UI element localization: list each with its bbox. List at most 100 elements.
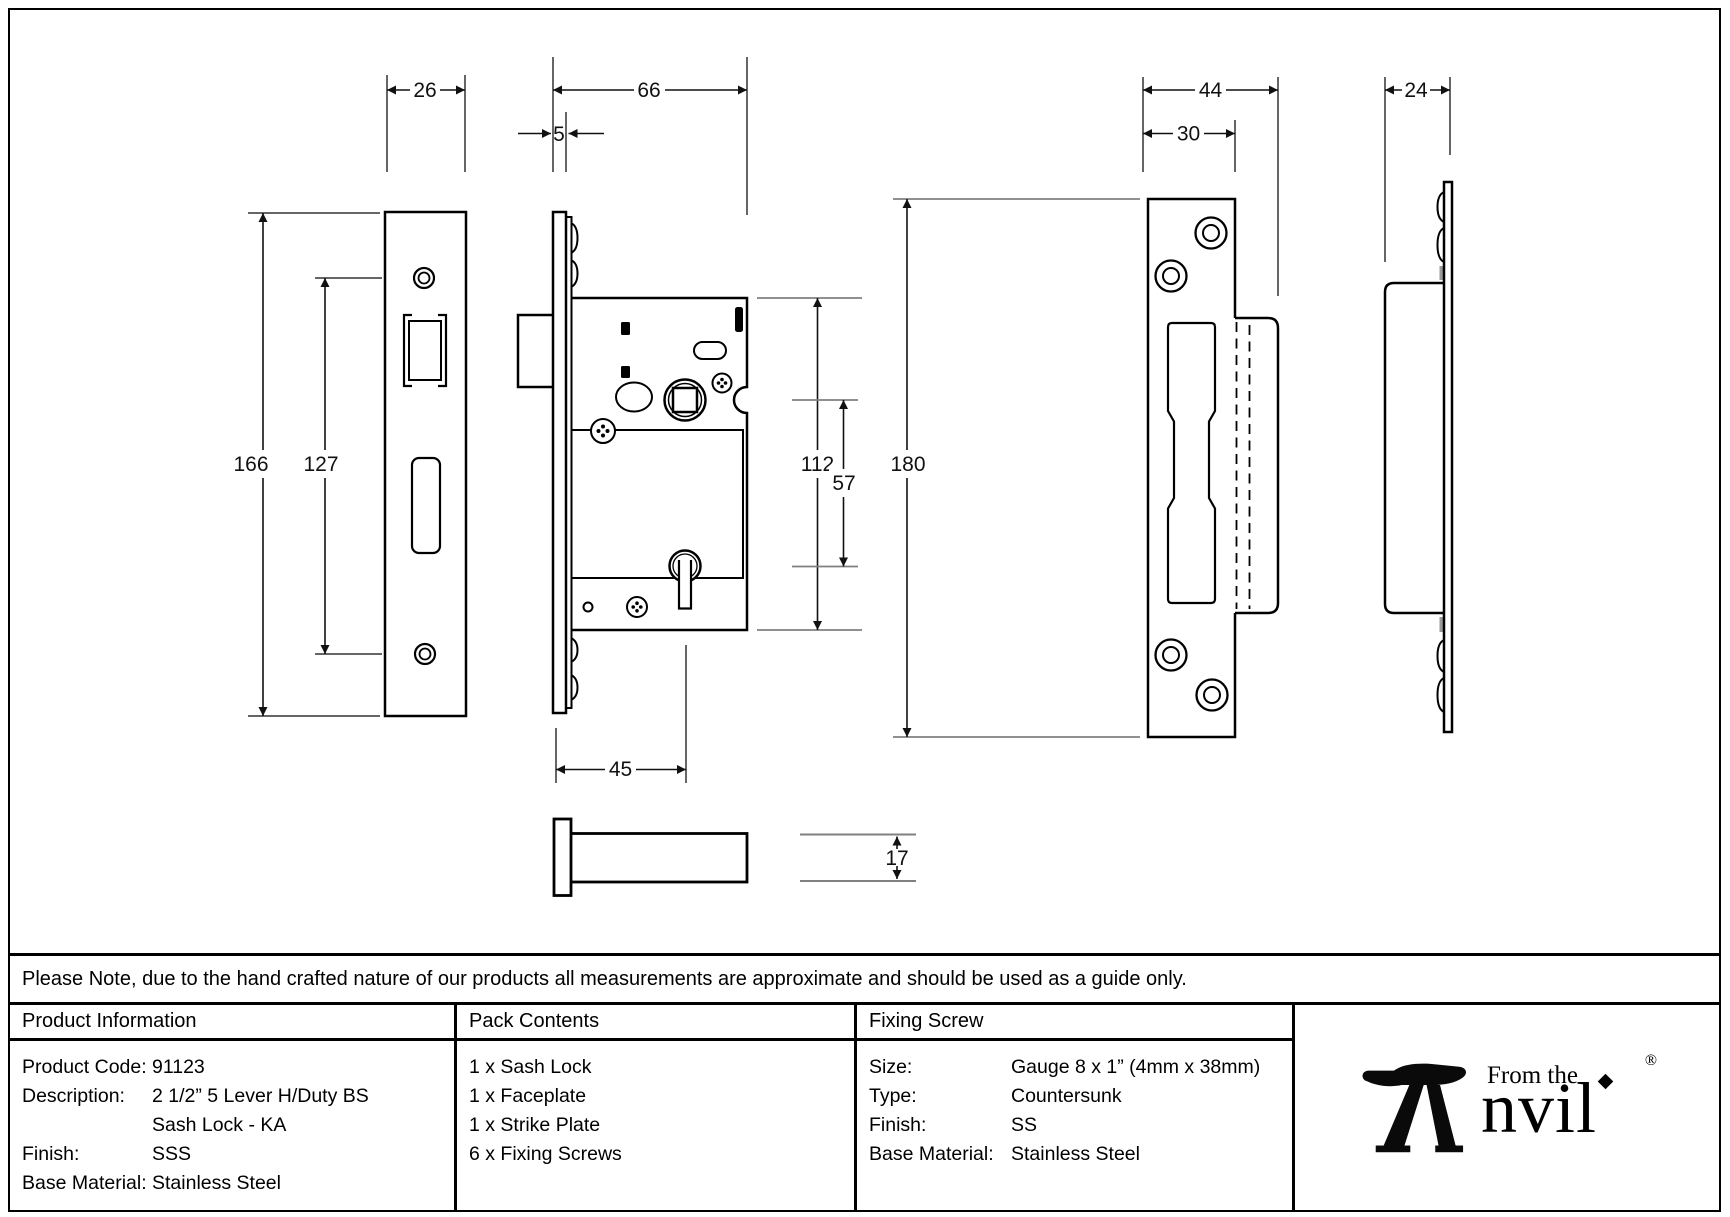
screw-icon (590, 418, 616, 444)
registered-trademark-icon: ® (1644, 1051, 1657, 1069)
dimension-17: 17 (800, 833, 916, 882)
table-row: Description: 2 1/2” 5 Lever H/Duty BS (22, 1082, 454, 1111)
screw-hole-icon (412, 266, 436, 290)
faceplate-front-view (383, 210, 468, 718)
latch-bolt (516, 313, 558, 389)
screw-icon (626, 596, 648, 618)
product-information-body: Product Code: 91123 Description: 2 1/2” … (10, 1041, 454, 1210)
dimension-label: 45 (609, 758, 632, 781)
logo-anvil-text: nvil (1481, 1067, 1598, 1148)
dimension-label: 5 (553, 123, 565, 146)
strike-lip (1235, 316, 1280, 615)
pack-contents-header: Pack Contents (457, 1005, 854, 1041)
row-value: Stainless Steel (1011, 1143, 1140, 1165)
row-label: Size: (869, 1056, 913, 1078)
screw-hole-icon (1195, 678, 1229, 712)
dimension-5: 5 (518, 112, 604, 172)
dimension-180: 180 (886, 198, 1140, 738)
list-item: 1 x Faceplate (469, 1085, 587, 1107)
table-row: Type: Countersunk (869, 1082, 1292, 1111)
dimension-127: 127 (300, 277, 382, 655)
table-row: Sash Lock - KA (22, 1111, 454, 1140)
logo-from-the-text: From the (1487, 1061, 1578, 1089)
lock-case (568, 296, 749, 632)
screw-hole-icon (1154, 259, 1188, 293)
lock-top-view (552, 817, 749, 897)
product-information-column: Product Information Product Code: 91123 … (10, 1005, 457, 1210)
dimension-label: 112 (801, 453, 834, 476)
table-row: Base Material: Stainless Steel (869, 1140, 1292, 1169)
table-row: Finish: SS (869, 1111, 1292, 1140)
dimension-label: 66 (637, 79, 660, 102)
row-value: 2 1/2” 5 Lever H/Duty BS (152, 1085, 369, 1107)
dimension-66: 66 (552, 57, 748, 215)
row-label: Type: (869, 1085, 917, 1107)
row-value: 91123 (152, 1056, 205, 1078)
dimension-26: 26 (386, 75, 466, 172)
from-the-anvil-logo: From the ® nvil (1357, 1051, 1657, 1162)
strike-plate-front-view (1146, 197, 1280, 739)
note-row: Please Note, due to the hand crafted nat… (10, 953, 1719, 1002)
screw-hole-icon (1194, 216, 1228, 250)
dimension-44: 44 (1142, 77, 1279, 296)
pack-contents-column: Pack Contents 1 x Sash Lock 1 x Faceplat… (457, 1005, 857, 1210)
dimension-166: 166 (230, 212, 380, 717)
anvil-icon (1362, 1063, 1467, 1152)
row-label: Description: (22, 1085, 125, 1107)
screw-hole-icon (413, 642, 437, 666)
dimension-label: 127 (303, 453, 338, 476)
note-text: Please Note, due to the hand crafted nat… (22, 967, 1187, 990)
brand-logo-cell: From the ® nvil (1295, 1005, 1719, 1210)
latch-aperture (402, 313, 412, 388)
list-item: 1 x Sash Lock (469, 1056, 592, 1078)
deadbolt-aperture (410, 456, 442, 555)
row-value: Stainless Steel (152, 1172, 281, 1194)
dimension-57: 57 (792, 399, 859, 568)
dimension-45: 45 (555, 645, 687, 783)
dimension-label: 180 (890, 453, 925, 476)
strike-lip-side (1383, 281, 1444, 615)
strike-plate-side-view (1383, 180, 1454, 734)
row-value: Sash Lock - KA (152, 1114, 287, 1136)
dimension-label: 30 (1177, 123, 1200, 146)
table-row: Finish: SSS (22, 1140, 454, 1169)
row-label: Base Material: (22, 1172, 147, 1194)
strike-aperture (1166, 321, 1217, 605)
fixing-screw-column: Fixing Screw Size: Gauge 8 x 1” (4mm x 3… (857, 1005, 1295, 1210)
sheet-frame: Please Note, due to the hand crafted nat… (8, 8, 1721, 1212)
dimension-label: 24 (1404, 79, 1428, 102)
spindle-hole (663, 378, 707, 422)
table-row: Product Code: 91123 (22, 1053, 454, 1082)
dimension-label: 26 (413, 79, 436, 102)
keyhole-icon (668, 549, 702, 610)
dimension-label: 57 (832, 472, 855, 495)
faceplate-edge (551, 210, 568, 715)
screw-hole-icon (1154, 638, 1188, 672)
row-label: Base Material: (869, 1143, 994, 1165)
screw-icon (711, 372, 733, 394)
row-value: Countersunk (1011, 1085, 1122, 1107)
row-label: Finish: (869, 1114, 927, 1136)
list-item: 1 x Strike Plate (469, 1114, 601, 1136)
row-value: SSS (152, 1143, 192, 1165)
row-value: Gauge 8 x 1” (4mm x 38mm) (1011, 1056, 1261, 1078)
dimension-label: 17 (885, 847, 908, 870)
row-label: Product Code: (22, 1056, 147, 1078)
dimension-24: 24 (1384, 77, 1451, 262)
dimension-112: 112 (757, 297, 862, 631)
pack-contents-body: 1 x Sash Lock 1 x Faceplate 1 x Strike P… (457, 1041, 854, 1210)
dimension-30: 30 (1143, 120, 1236, 172)
table-row: Base Material: Stainless Steel (22, 1169, 454, 1198)
dimension-label: 44 (1199, 79, 1223, 102)
dimension-label: 166 (233, 453, 268, 476)
product-information-header: Product Information (10, 1005, 454, 1041)
fixing-screw-header: Fixing Screw (857, 1005, 1292, 1041)
fixing-screw-body: Size: Gauge 8 x 1” (4mm x 38mm) Type: Co… (857, 1041, 1292, 1210)
spec-table: Product Information Product Code: 91123 … (10, 1002, 1719, 1210)
table-row: Size: Gauge 8 x 1” (4mm x 38mm) (869, 1053, 1292, 1082)
list-item: 6 x Fixing Screws (469, 1143, 622, 1165)
lock-body-view (516, 210, 749, 715)
row-label: Finish: (22, 1143, 80, 1165)
